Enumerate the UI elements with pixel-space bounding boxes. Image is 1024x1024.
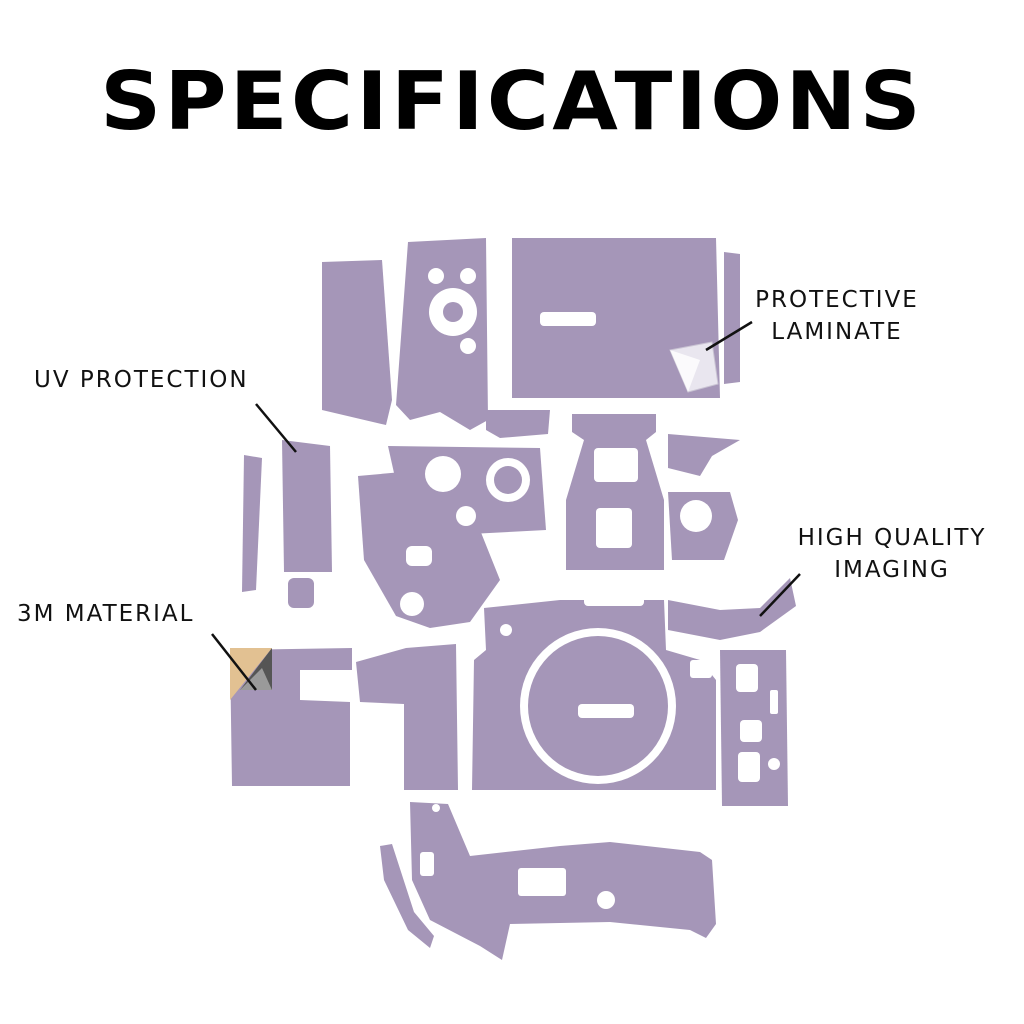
skin-piece-left-strap [242,455,262,592]
high-quality-imaging-line2: IMAGING [834,557,950,583]
protective-laminate-label: PROTECTIVE LAMINATE [752,284,922,348]
leader-3m [211,633,257,691]
protective-laminate-line1: PROTECTIVE [755,287,919,313]
leader-protective [705,320,753,352]
leader-hq [759,573,801,617]
skin-piece-top-left [322,260,392,425]
skin-piece-strip [668,578,796,640]
skin-piece-middle-l [356,644,458,790]
leader-uv [255,403,297,453]
skin-piece-uv-block [282,440,332,572]
skin-piece-mid-small [486,410,550,438]
skin-piece-top-dial [396,238,488,430]
high-quality-imaging-label: HIGH QUALITY IMAGING [784,522,1000,586]
uv-protection-label: UV PROTECTION [34,367,249,393]
skin-piece-lcd [512,238,720,398]
leader-lines [211,320,801,691]
3m-material-label: 3M MATERIAL [17,601,195,627]
cutouts [400,268,780,909]
skin-piece-small-tab [288,578,314,608]
page-title: SPECIFICATIONS [100,55,924,148]
protective-laminate-line2: LAMINATE [771,319,903,345]
skin-piece-prism [566,414,664,570]
skin-piece-bottom-strap [380,844,434,948]
peel-corner-icon [669,341,719,393]
skin-piece-lcd-edge [724,252,740,384]
high-quality-imaging-line1: HIGH QUALITY [797,525,987,551]
skin-piece-right-hook [668,434,740,476]
